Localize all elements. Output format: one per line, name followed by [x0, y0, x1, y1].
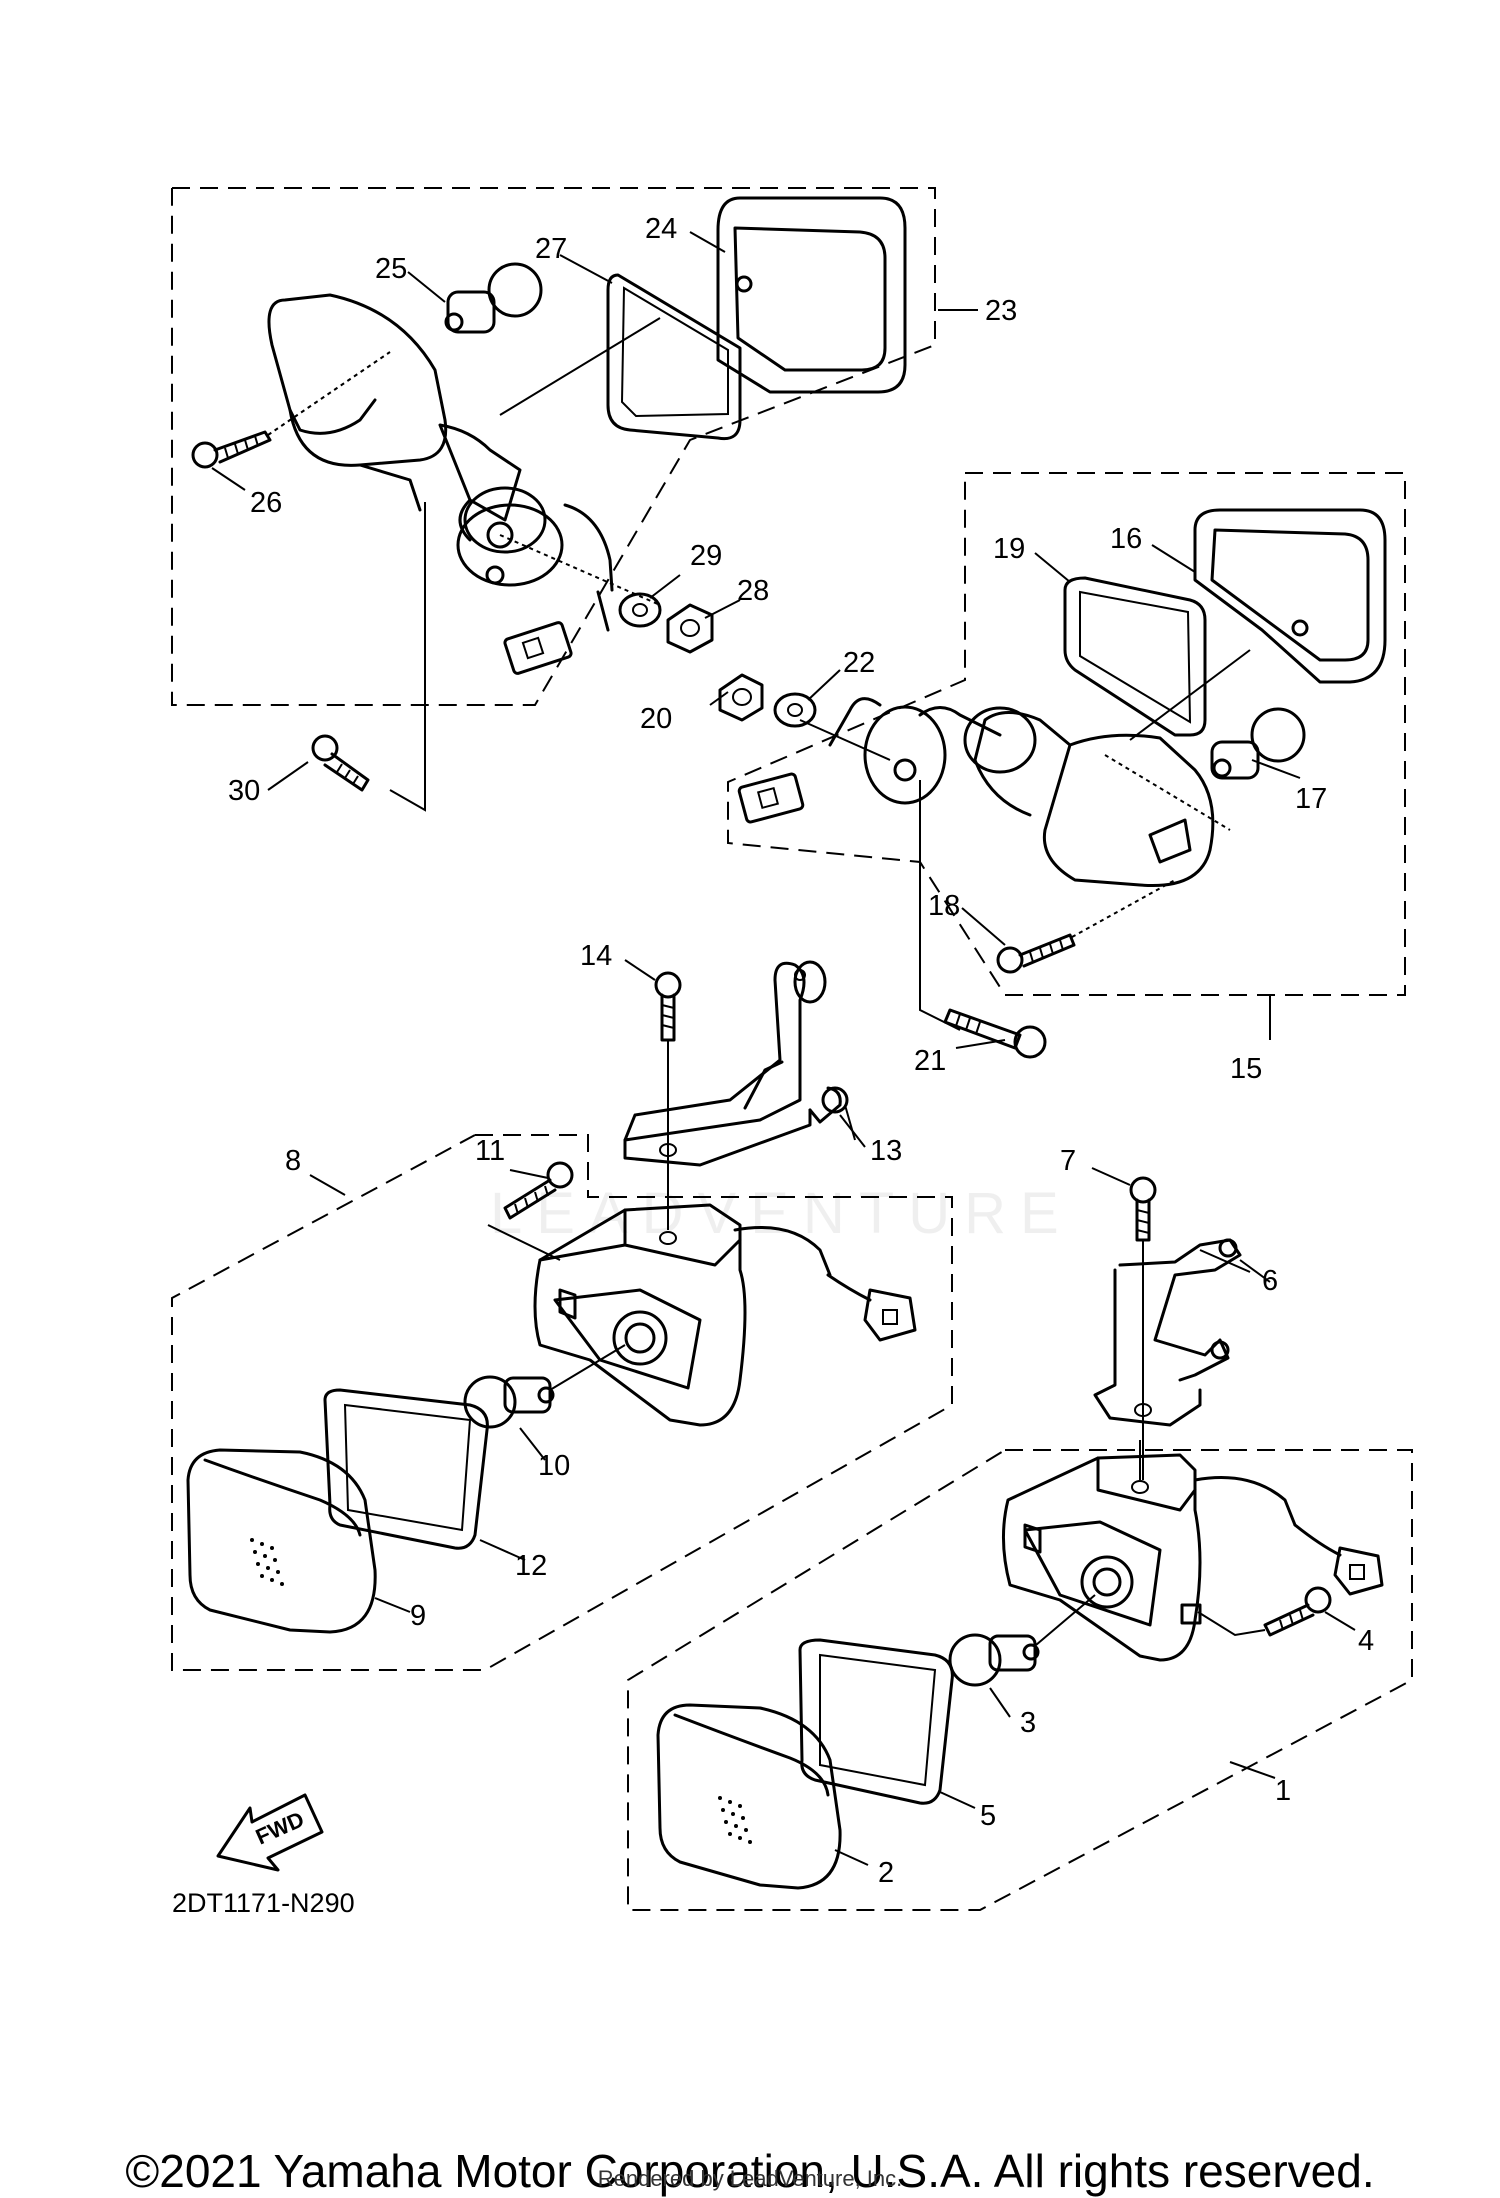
callout-6: 6: [1262, 1265, 1278, 1297]
lens-2-vent-holes: [718, 1796, 752, 1844]
callout-23: 23: [985, 295, 1017, 327]
fwd-arrow-icon: FWD: [216, 1793, 324, 1872]
callout-1: 1: [1275, 1775, 1291, 1807]
callout-26: 26: [250, 487, 282, 519]
callout-17: 17: [1295, 783, 1327, 815]
callout-5: 5: [980, 1800, 996, 1832]
callout-12: 12: [515, 1550, 547, 1582]
assembly-15-group: [718, 472, 1406, 1040]
drawing-code: 2DT1171-N290: [172, 1888, 355, 1918]
callout-9: 9: [410, 1600, 426, 1632]
bolt-30-group: [311, 734, 370, 792]
assembly-8-group: [171, 1134, 953, 1671]
callout-18: 18: [928, 890, 960, 922]
assembly-1-group: [627, 1440, 1413, 1911]
callout-27: 27: [535, 233, 567, 265]
callout-20: 20: [640, 703, 672, 735]
callout-21: 21: [914, 1045, 946, 1077]
lens-9-vent-holes: [250, 1538, 284, 1586]
callout-22: 22: [843, 647, 875, 679]
callout-10: 10: [538, 1450, 570, 1482]
bolt-21-group: [943, 1008, 1047, 1059]
callout-11: 11: [475, 1135, 505, 1167]
callout-15: 15: [1230, 1053, 1262, 1085]
watermark: LEADVENTURE: [490, 1181, 1073, 1246]
callout-labels: 1 2 3 4 5 6 7 8 9 10 11 12 13 14 15 16 1…: [228, 213, 1374, 1889]
callout-8: 8: [285, 1145, 301, 1177]
callout-14: 14: [580, 940, 612, 972]
render-credit: Rendered by LeadVenture, Inc.: [597, 2166, 903, 2191]
callout-29: 29: [690, 540, 722, 572]
callout-13: 13: [870, 1135, 902, 1167]
callout-30: 30: [228, 775, 260, 807]
callout-24: 24: [645, 213, 677, 245]
callout-7: 7: [1060, 1145, 1076, 1177]
bracket-6-group: [1093, 1176, 1251, 1480]
callout-19: 19: [993, 533, 1025, 565]
callout-16: 16: [1110, 523, 1142, 555]
callout-3: 3: [1020, 1707, 1036, 1739]
callout-25: 25: [375, 253, 407, 285]
bracket-13-group: [623, 960, 856, 1210]
callout-4: 4: [1358, 1625, 1374, 1657]
callout-2: 2: [878, 1857, 894, 1889]
assembly-23-group: [171, 187, 936, 812]
callout-28: 28: [737, 575, 769, 607]
callout-leaders: [211, 231, 1356, 1866]
